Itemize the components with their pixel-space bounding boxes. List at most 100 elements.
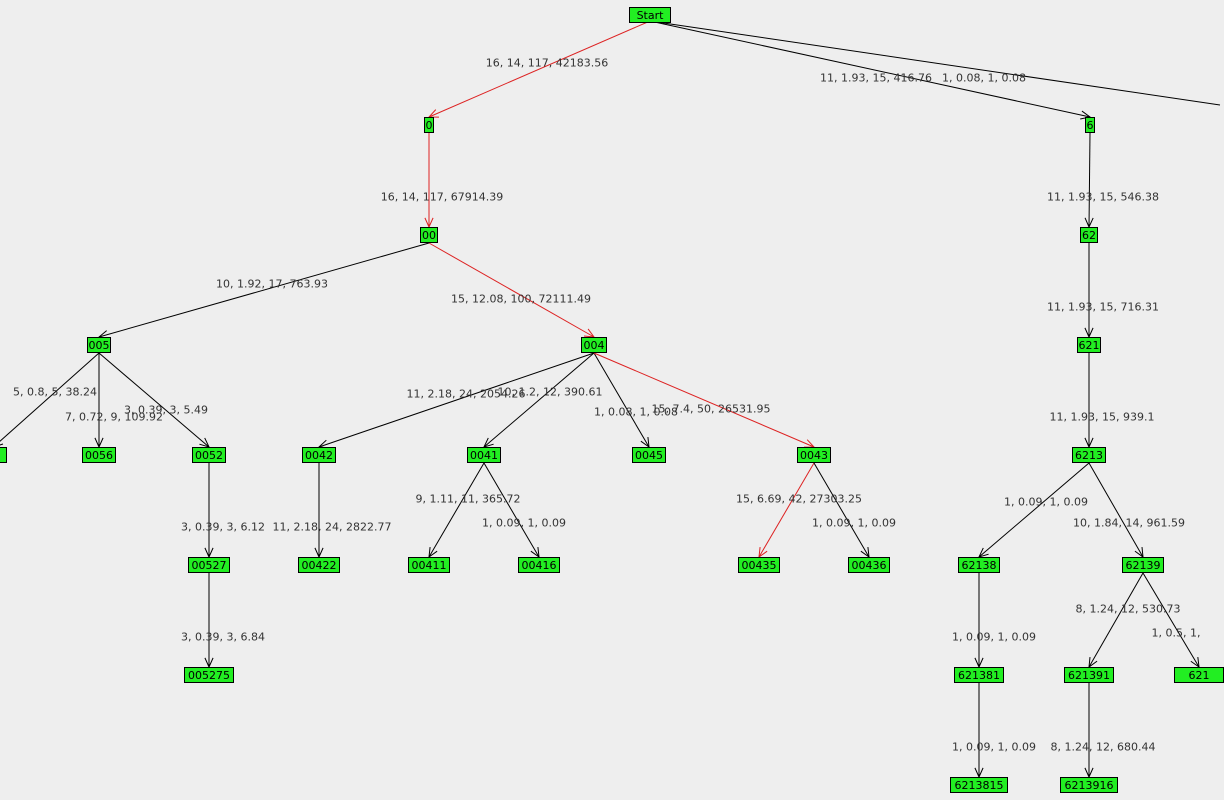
tree-node-62[interactable]: 62 [1080, 227, 1098, 243]
edge-label: 3, 0.39, 3, 6.84 [181, 630, 265, 644]
edge-line [1088, 572, 1144, 668]
tree-node-0[interactable]: 0 [424, 117, 434, 133]
edge-line [1142, 572, 1200, 668]
tree-node-0052[interactable]: 0052 [192, 447, 226, 463]
edge-label: 1, 0.08, 1, 0.08 [942, 71, 1026, 85]
edge-n004-n0043 [593, 352, 816, 448]
tree-node-00411[interactable]: 00411 [408, 557, 450, 573]
edge-n0-n00 [424, 133, 434, 229]
tree-node-0043[interactable]: 0043 [797, 447, 831, 463]
tree-node-621[interactable]: 621 [1077, 337, 1101, 353]
edge-line [0, 352, 100, 442]
edge-line [318, 352, 595, 448]
edge-label: 1, 0.09, 1, 0.09 [1004, 495, 1088, 509]
tree-node-00422[interactable]: 00422 [298, 557, 340, 573]
edge-label: 10, 1.92, 17, 763.93 [216, 277, 328, 291]
tree-node-6213815[interactable]: 6213815 [950, 777, 1008, 793]
tree-node-62139[interactable]: 62139 [1122, 557, 1164, 573]
tree-node-0045[interactable]: 0045 [632, 447, 666, 463]
edge-n0043-n00436 [813, 462, 870, 559]
edge-line [428, 20, 651, 118]
edge-start-offscreen [649, 20, 1221, 106]
edge-line [98, 242, 430, 338]
edge-line [1088, 132, 1091, 228]
tree-node-0041[interactable]: 0041 [467, 447, 501, 463]
edge-line [483, 462, 540, 558]
edge-line [593, 352, 650, 448]
edge-label: 3, 0.39, 3, 5.49 [124, 403, 208, 417]
edge-line [649, 20, 1221, 106]
edge-label: 11, 1.93, 15, 716.31 [1047, 300, 1159, 314]
edge-line [428, 462, 485, 558]
tree-node-004[interactable]: 004 [581, 337, 607, 353]
tree-node-00[interactable]: 00 [420, 227, 438, 243]
edge-label: 8, 1.24, 12, 530.73 [1075, 602, 1181, 616]
tree-node-00416[interactable]: 00416 [518, 557, 560, 573]
edge-label: 15, 7.4, 50, 26531.95 [651, 402, 771, 416]
edge-n621-n6213 [1084, 353, 1094, 449]
edge-n62-n621 [1084, 243, 1094, 339]
edge-line [649, 20, 1091, 118]
edge-line [758, 462, 815, 558]
edge-label: 15, 12.08, 100, 72111.49 [451, 292, 591, 306]
tree-node-621[interactable]: 621 [1174, 667, 1224, 683]
edge-label: 10, 1.84, 14, 961.59 [1073, 516, 1185, 530]
edge-n0043-n00435 [758, 462, 815, 559]
edge-line [593, 352, 815, 448]
edge-n6213-n62139 [1088, 462, 1144, 559]
edge-label: 1, 0.08, 1, 0.08 [594, 405, 678, 419]
edge-n6-n62 [1084, 132, 1094, 229]
tree-node-6213916[interactable]: 6213916 [1060, 777, 1118, 793]
arrowhead-icon [583, 328, 596, 338]
edge-n62138-n621381 [974, 573, 984, 669]
tree-node-Start[interactable]: Start [629, 7, 671, 23]
tree-node-n005x[interactable] [0, 447, 7, 463]
edge-line [98, 352, 210, 448]
tree-node-621381[interactable]: 621381 [954, 667, 1004, 683]
edge-label: 7, 0.72, 9, 109.92 [65, 410, 163, 424]
edge-label: 11, 1.93, 15, 939.1 [1049, 410, 1155, 424]
edge-n00-n005 [97, 242, 430, 339]
tree-node-0042[interactable]: 0042 [302, 447, 336, 463]
tree-node-00527[interactable]: 00527 [188, 557, 230, 573]
tree-node-00435[interactable]: 00435 [738, 557, 780, 573]
tree-node-005275[interactable]: 005275 [184, 667, 234, 683]
tree-node-62138[interactable]: 62138 [958, 557, 1000, 573]
tree-node-621391[interactable]: 621391 [1064, 667, 1114, 683]
tree-node-00436[interactable]: 00436 [848, 557, 890, 573]
edge-label: 5, 0.8, 5, 38.24 [13, 385, 97, 399]
edge-label: 3, 0.39, 3, 6.12 [181, 520, 265, 534]
arrowhead-icon [1088, 657, 1098, 669]
edge-label: 11, 2.18, 24, 2822.77 [272, 520, 392, 534]
edge-n0052-n00527 [204, 463, 214, 559]
edge-line [813, 462, 870, 558]
tree-node-6[interactable]: 6 [1085, 117, 1095, 133]
edge-n0042-n00422 [314, 463, 324, 559]
tree-node-0056[interactable]: 0056 [82, 447, 116, 463]
tree-node-6213[interactable]: 6213 [1072, 447, 1106, 463]
edge-n00-n004 [428, 242, 596, 338]
edge-n0041-n00416 [483, 462, 540, 559]
edge-line [483, 352, 595, 448]
edge-n62139-n621x [1142, 572, 1200, 669]
edge-label: 16, 14, 117, 67914.39 [380, 190, 504, 204]
edge-n621391-n6213916 [1084, 683, 1094, 779]
tree-node-005[interactable]: 005 [87, 337, 111, 353]
edge-start-n6 [649, 20, 1092, 120]
edge-n005-n0056 [94, 353, 104, 449]
edge-label: 10, 1.2, 12, 390.61 [497, 385, 603, 399]
edge-n6213-n62138 [978, 462, 1090, 558]
edge-n62139-n621391 [1088, 572, 1144, 669]
edge-label: 8, 1.24, 12, 680.44 [1050, 740, 1156, 754]
edge-line [428, 242, 595, 338]
edge-label: 11, 1.93, 15, 546.38 [1047, 190, 1159, 204]
edge-label: 16, 14, 117, 42183.56 [485, 56, 609, 70]
edge-n004-n0045 [593, 352, 650, 449]
edge-label: 1, 0.09, 1, 0.09 [952, 630, 1036, 644]
edge-label: 9, 1.11, 11, 365.72 [415, 492, 521, 506]
edge-label: 1, 0.09, 1, 0.09 [482, 516, 566, 530]
edge-label: 11, 2.18, 24, 2054.26 [406, 387, 526, 401]
edge-n0041-n00411 [428, 462, 485, 559]
